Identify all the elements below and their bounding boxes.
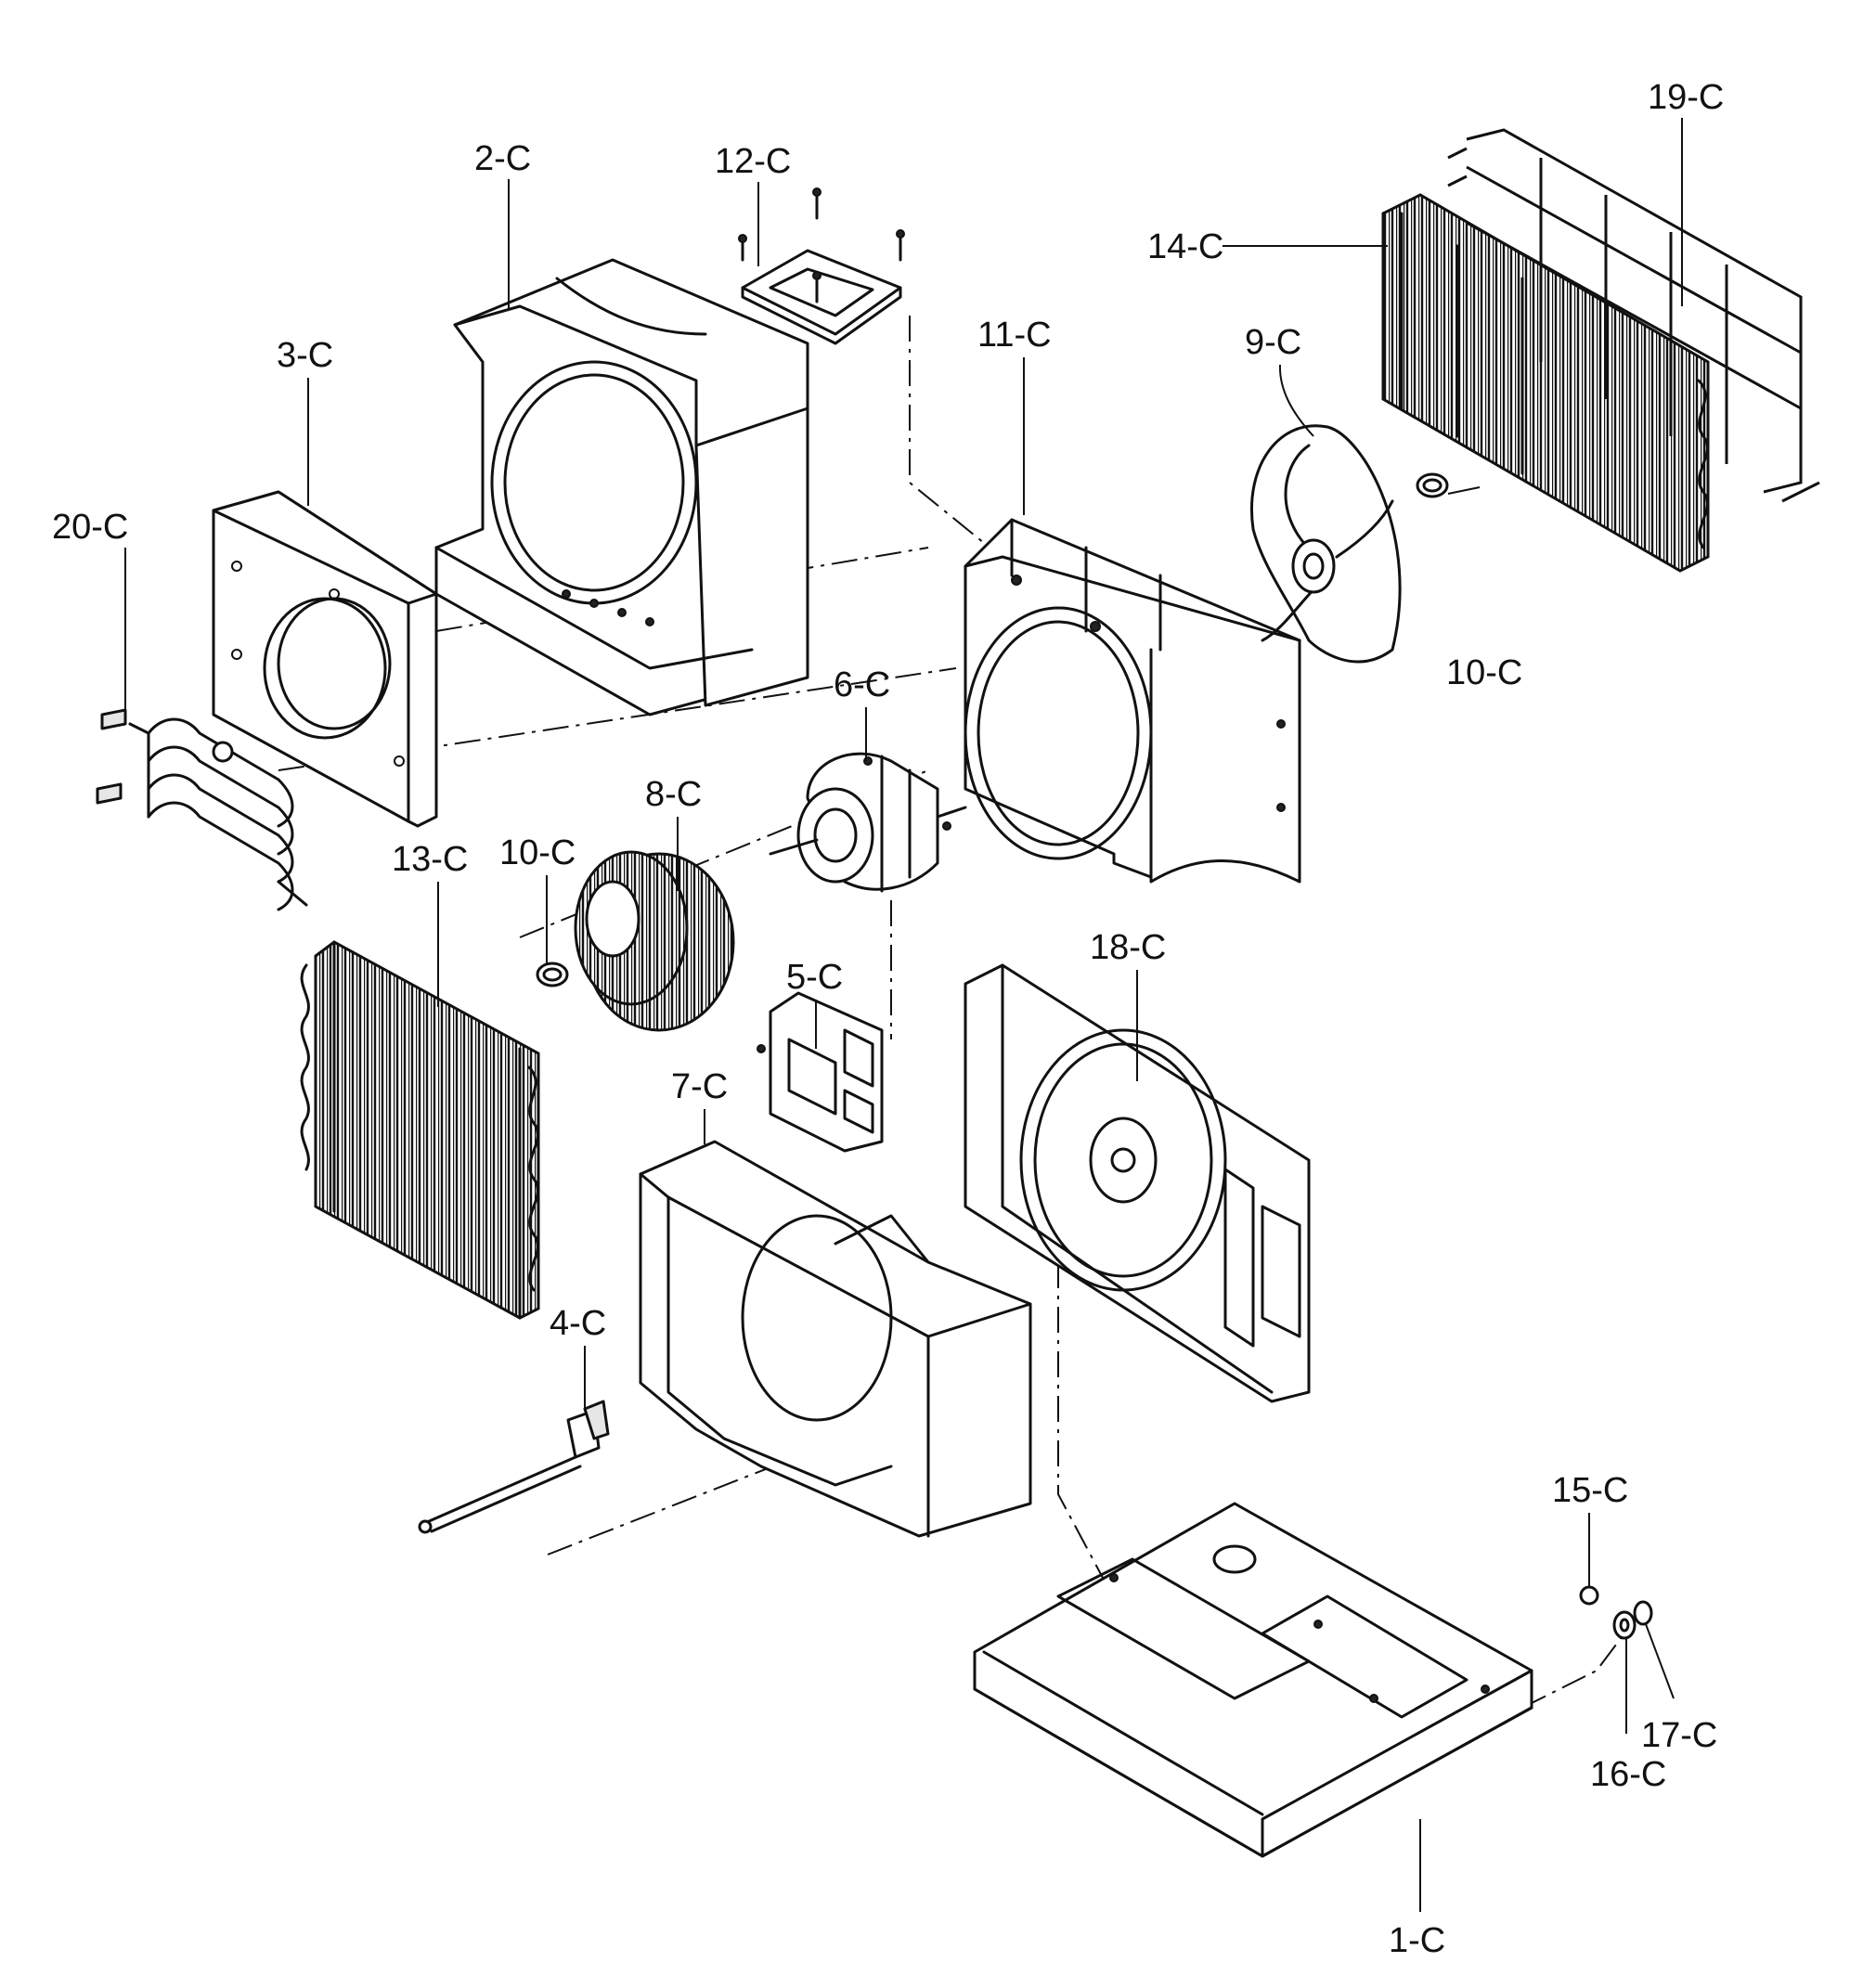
part-19c-grille [1447,128,1820,503]
part-13c-evaporator-coil [300,940,540,1320]
label-13c: 13-C [392,840,468,879]
label-20c: 20-C [52,508,128,547]
label-15c: 15-C [1552,1471,1628,1510]
part-20c-heater [96,708,308,911]
part-3c-orifice-panel [212,490,438,828]
label-9c: 9-C [1245,323,1301,362]
part-6c-motor [769,752,967,893]
label-17c: 17-C [1641,1716,1717,1755]
part-5c-motor-mount [757,991,884,1153]
label-10c-right: 10-C [1446,653,1522,692]
part-10c-clamp-right [1416,472,1449,498]
label-12c: 12-C [715,142,791,181]
part-15c-nut [1579,1585,1599,1606]
label-6c: 6-C [834,665,890,704]
label-14c: 14-C [1147,227,1223,266]
part-4c-rod [418,1400,610,1534]
label-7c: 7-C [671,1067,728,1106]
label-18c: 18-C [1090,928,1166,967]
part-1c-base-pan [973,1502,1533,1858]
label-8c: 8-C [645,775,702,814]
label-3c: 3-C [277,336,333,375]
part-2c-shroud [434,258,809,716]
part-18c-front-panel [964,963,1311,1403]
label-11c: 11-C [977,316,1052,355]
label-16c: 16-C [1590,1755,1666,1794]
part-7c-base-shroud [639,1140,1032,1538]
leader-lines [124,118,1683,1912]
label-1c: 1-C [1389,1921,1445,1960]
part-17c-bolt [1633,1600,1653,1626]
label-10c-left: 10-C [499,833,576,872]
label-4c: 4-C [550,1304,606,1343]
part-8c-blower-wheel [574,850,735,1032]
part-9c-fan [1250,424,1402,664]
label-19c: 19-C [1648,78,1724,117]
part-11c-partition [964,518,1301,884]
part-labels: 2-C 12-C 19-C 14-C 3-C 11-C 9-C 20-C 10-… [52,78,1724,1960]
part-12c-bracket [738,187,905,345]
label-2c: 2-C [474,139,531,178]
part-16c-washer [1612,1610,1637,1640]
label-5c: 5-C [786,958,843,997]
part-10c-clamp-left [536,962,569,988]
part-14c-condenser-coil [1381,193,1710,573]
